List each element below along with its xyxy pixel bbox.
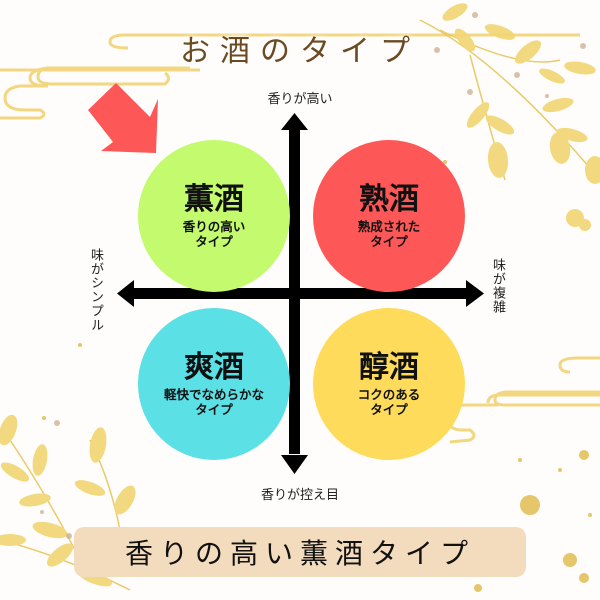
quadrant-desc: 軽快でなめらかな [163,387,264,402]
gold-leaves-bottom-left [0,414,136,591]
quadrant-kunshu: 薫酒 香りの高い タイプ [138,140,290,292]
brown-splatter [40,12,586,539]
quadrant-desc: タイプ [195,402,233,417]
quadrant-name: 爽酒 [184,350,244,385]
axis-label-top: 香りが高い [267,92,333,107]
gold-leaves-top-right [419,3,600,231]
quadrant-name: 醇酒 [359,350,419,385]
quadrant-desc: 香りの高い [182,219,246,234]
quadrant-desc: コクのある [357,387,421,402]
quadrant-name: 熟酒 [359,182,419,217]
axis-label-bottom: 香りが控え目 [260,488,339,503]
quadrant-junshu: 醇酒 コクのある タイプ [313,308,465,460]
gold-splatter [42,160,592,592]
axis-label-right: 味が複雑 [490,258,505,314]
cloud-ornament-bottom-right [446,356,600,444]
quadrant-soushu: 爽酒 軽快でなめらかな タイプ [138,308,290,460]
quadrant-desc: タイプ [370,402,408,417]
page-title: お酒のタイプ [180,34,420,69]
quadrant-desc: タイプ [195,234,233,249]
result-banner: 香りの高い薫酒タイプ [74,527,526,577]
cloud-ornament-top-left [0,33,580,120]
quadrant-jukushu: 熟酒 熟成された タイプ [313,140,465,292]
quadrant-name: 薫酒 [184,182,244,217]
banner-text: 香りの高い薫酒タイプ [124,537,475,570]
quadrant-desc: タイプ [370,234,408,249]
quadrant-desc: 熟成された [357,219,421,234]
axis-label-left: 味がシンプル [88,248,103,332]
